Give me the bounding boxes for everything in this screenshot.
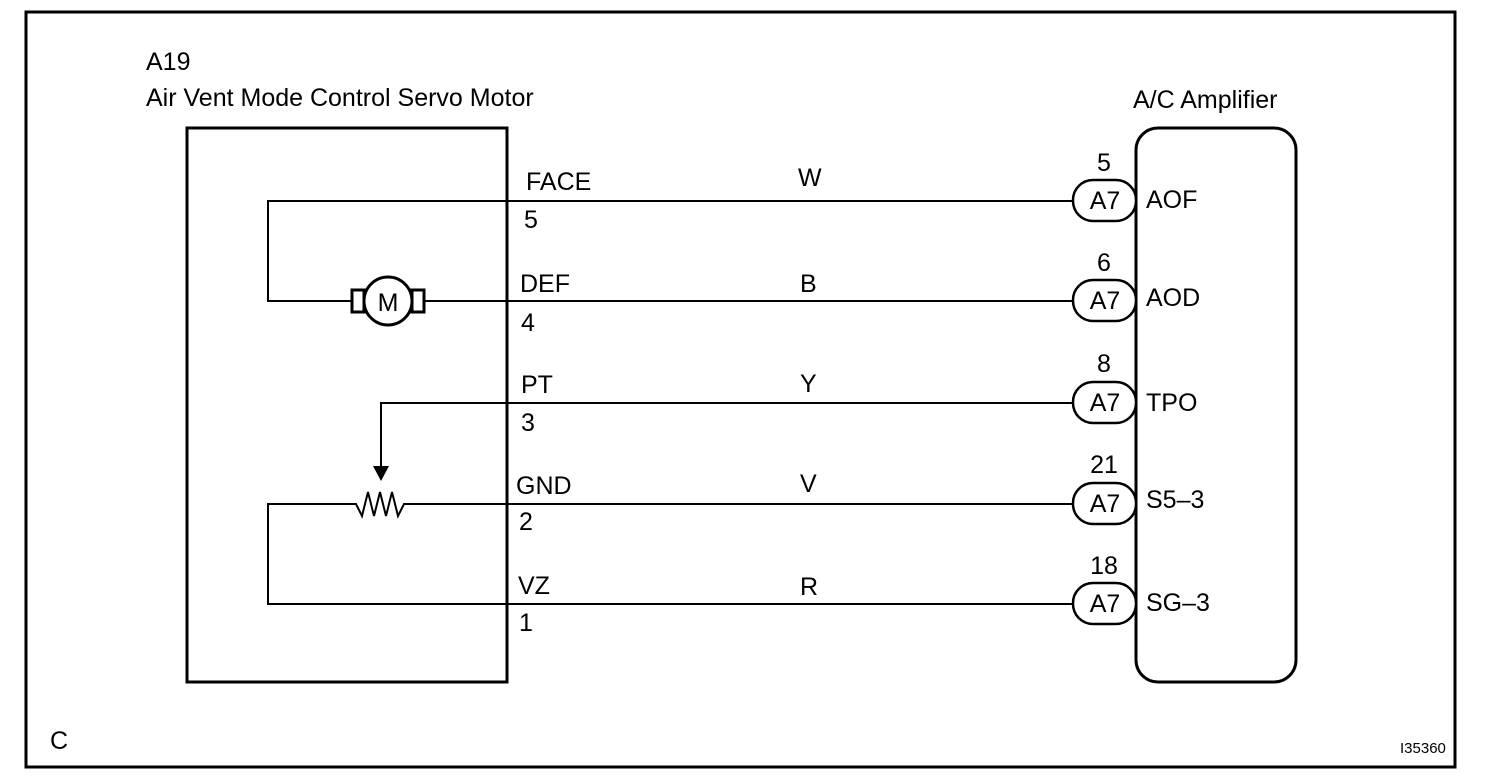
signal-pt: PT — [521, 371, 553, 399]
amp-pin-tpo: 8 — [1097, 350, 1111, 378]
terminal-tpo: TPO — [1146, 389, 1197, 417]
connector-label-s5-3: A7 — [1090, 490, 1121, 518]
signal-vz: VZ — [518, 572, 550, 600]
terminal-aod: AOD — [1146, 284, 1200, 312]
connector-tpo: 8 A7 TPO — [1071, 350, 1197, 425]
connector-label-tpo: A7 — [1090, 389, 1121, 417]
diagram-frame — [24, 10, 1457, 769]
connector-label-sg-3: A7 — [1090, 590, 1121, 618]
connector-aod: 6 A7 AOD — [1071, 249, 1200, 323]
terminal-s5-3: S5–3 — [1146, 486, 1204, 514]
amp-pin-s5-3: 21 — [1090, 451, 1118, 479]
motor-label: M — [378, 289, 399, 317]
signal-def: DEF — [520, 270, 570, 298]
servo-motor-box — [185, 126, 509, 684]
color-gnd: V — [800, 470, 817, 498]
color-pt: Y — [800, 370, 817, 398]
pt-wire — [380, 402, 1072, 468]
figure-id: I35360 — [1400, 740, 1446, 757]
component-name: Air Vent Mode Control Servo Motor — [146, 84, 534, 112]
pin-vz: 1 — [519, 609, 533, 637]
motor-icon: M — [350, 275, 426, 327]
face-internal-wire — [267, 200, 1072, 302]
signal-face: FACE — [526, 168, 591, 196]
amp-pin-aof: 5 — [1097, 149, 1111, 177]
terminal-aof: AOF — [1146, 186, 1197, 214]
component-code: A19 — [146, 48, 190, 76]
amp-pin-aod: 6 — [1097, 249, 1111, 277]
signal-gnd: GND — [516, 472, 572, 500]
corner-letter: C — [50, 727, 68, 755]
pin-gnd: 2 — [519, 508, 533, 536]
color-def: B — [800, 270, 817, 298]
color-face: W — [798, 164, 822, 192]
connector-s5-3: 21 A7 S5–3 — [1071, 451, 1204, 526]
wire-labels: FACE 5 W DEF 4 B PT 3 Y GND 2 V VZ 1 R — [516, 164, 822, 637]
connector-label-aof: A7 — [1090, 187, 1121, 215]
connectors: 5 A7 AOF 6 A7 AOD 8 A7 TPO 21 A7 S5–3 18… — [1071, 149, 1210, 626]
amp-pin-sg-3: 18 — [1090, 552, 1118, 580]
terminal-sg-3: SG–3 — [1146, 589, 1210, 617]
pin-face: 5 — [524, 206, 538, 234]
connector-sg-3: 18 A7 SG–3 — [1071, 552, 1210, 626]
pin-def: 4 — [521, 309, 535, 337]
color-vz: R — [800, 573, 818, 601]
pin-pt: 3 — [521, 409, 535, 437]
amplifier-name: A/C Amplifier — [1133, 86, 1277, 114]
resistor-loop-wire — [267, 491, 1072, 605]
wiper-arrow-icon — [373, 466, 389, 481]
connector-aof: 5 A7 AOF — [1071, 149, 1197, 223]
connector-label-aod: A7 — [1090, 287, 1121, 315]
